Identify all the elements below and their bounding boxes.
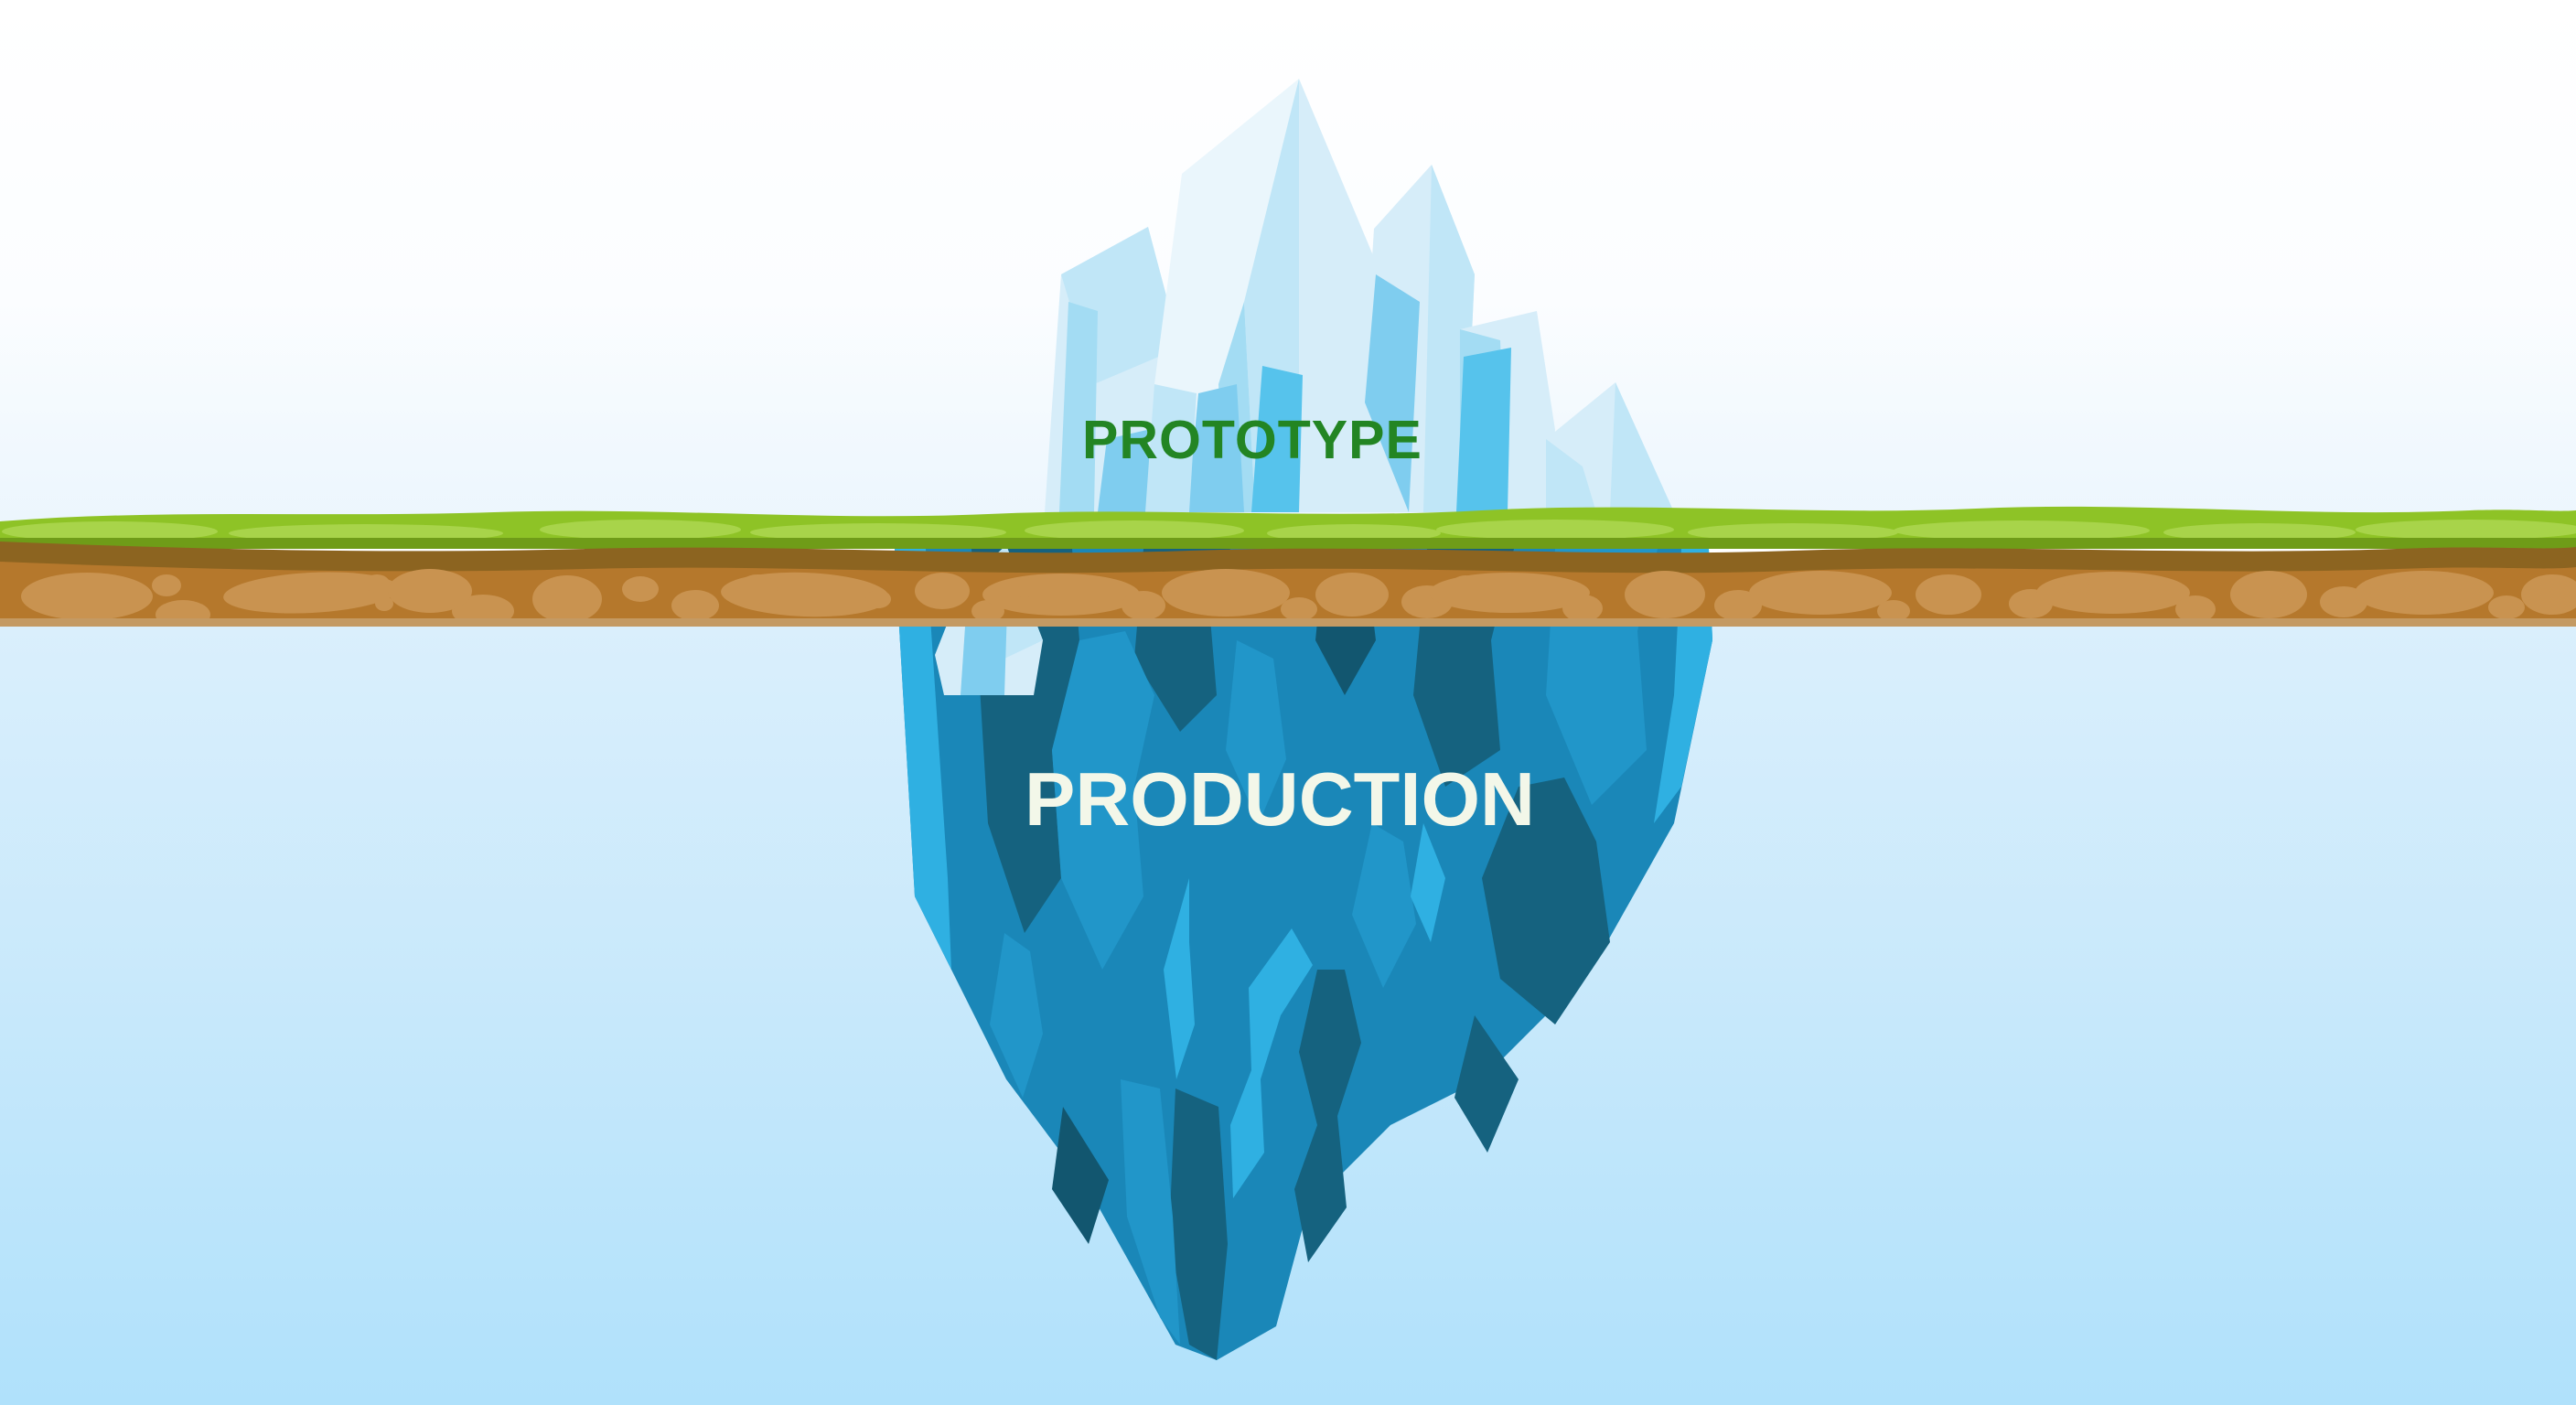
ground-strip [0, 506, 2576, 627]
ice-bright-column-5 [1456, 348, 1511, 512]
ice-bright-column-7 [1059, 302, 1098, 512]
soil-bottom-edge [0, 618, 2576, 627]
underwater-crack-bright-2 [1230, 928, 1313, 1198]
grass-highlights [2, 520, 2576, 542]
underwater-left-rim [895, 549, 951, 970]
underwater-accent-1 [990, 933, 1043, 1098]
underwater-stem-shadow [1169, 1089, 1228, 1360]
underwater-accent-2 [1352, 823, 1416, 988]
ice-notch-shadow [1145, 384, 1197, 512]
underwater-accent-3 [1226, 640, 1286, 823]
underwater-accent-5 [1411, 823, 1445, 942]
underwater-accent-7 [1454, 1015, 1519, 1153]
underwater-stem-light [1121, 1079, 1180, 1345]
ice-bright-column-4 [1365, 274, 1420, 512]
underwater-shadow-center-mid [1294, 970, 1361, 1262]
ice-right-wedge-face [1610, 382, 1674, 512]
ice-right-wedge-inner [1546, 439, 1596, 512]
ice-bright-column-2 [1251, 366, 1303, 512]
ice-bright-column-1 [1187, 384, 1244, 512]
ice-bright-column-3 [1098, 430, 1153, 512]
underwater-shadow-right-lower [1482, 778, 1610, 1024]
soil-pebbles [21, 569, 2576, 625]
underwater-facet-center [1052, 631, 1154, 970]
underwater-crack-bright-1 [1164, 878, 1195, 1079]
grass-soil-edge [0, 538, 2576, 549]
underwater-accent-6 [1052, 1107, 1109, 1244]
